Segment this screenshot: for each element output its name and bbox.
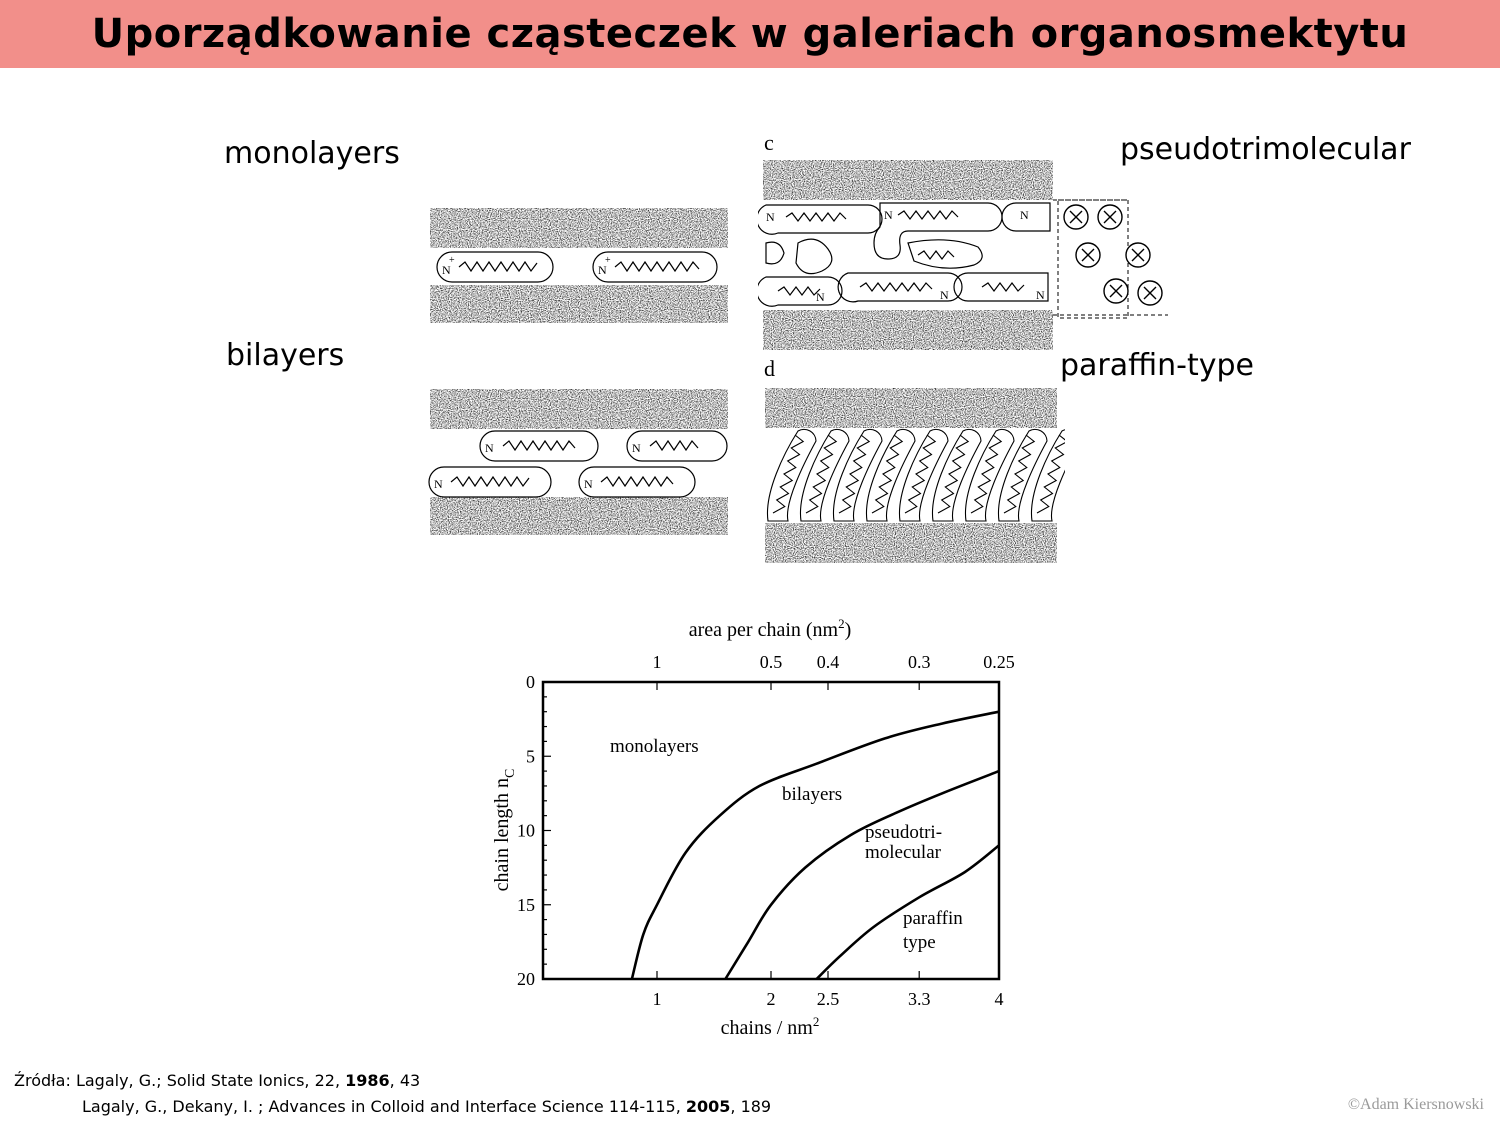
nitrogen-atom: N: [940, 288, 949, 302]
x-tick-label: 2.5: [817, 989, 840, 1009]
label-paraffin-type: paraffin-type: [1060, 348, 1255, 383]
charge-plus: +: [605, 255, 611, 266]
x-axis-title: chains / nm2: [721, 1014, 820, 1039]
page-title: Uporządkowanie cząsteczek w galeriach or…: [91, 11, 1409, 57]
top-tick-label: 0.5: [760, 652, 783, 672]
label-bilayers: bilayers: [226, 338, 345, 373]
crown-ether-molecule: [1063, 204, 1163, 306]
paraffin-chain-zigzag: [1036, 434, 1065, 514]
nitrogen-atom: N: [434, 477, 443, 491]
paraffin-chain-envelope: [832, 428, 883, 522]
region-label-bilayers: bilayers: [782, 784, 842, 805]
nitrogen-atom: N: [632, 441, 641, 455]
clay-layer-bottom: [762, 309, 1054, 351]
paraffin-chain-zigzag: [904, 434, 937, 514]
nitrogen-atom: N: [884, 208, 893, 222]
clay-layer-bottom: [764, 522, 1058, 564]
paraffin-chain-envelope: [865, 428, 916, 522]
top-tick-label: 0.3: [908, 652, 931, 672]
nitrogen-atom: N: [485, 441, 494, 455]
clay-layer-top: [429, 207, 729, 249]
region-label-paraffin-1: paraffin: [903, 908, 963, 929]
panel-letter-c: c: [764, 130, 774, 155]
nitrogen-atom: N: [816, 290, 825, 304]
boundary-pseudotrimolecular-paraffin: [815, 844, 1000, 980]
nitrogen-atom: N: [584, 477, 593, 491]
paraffin-chain-envelope: [964, 428, 1015, 522]
phase-diagram-chart: area per chain (nm2) 1 0.5 0.4 0.3 0.25 1 2 2.…: [491, 616, 1015, 1039]
copyright: ©Adam Kiersnowski: [1347, 1096, 1484, 1113]
paraffin-chain-zigzag: [805, 434, 838, 514]
plot-frame: [541, 680, 1001, 981]
y-tick-label: 5: [526, 746, 535, 766]
boundary-bilayer-pseudotrimolecular: [724, 769, 1000, 980]
paraffin-type-diagram: [764, 387, 1065, 564]
nitrogen-atom: N: [442, 263, 451, 277]
clay-layer-top: [762, 159, 1054, 201]
clay-layer-top: [429, 388, 729, 430]
paraffin-chain-zigzag: [838, 434, 871, 514]
alkylammonium-chain: [436, 251, 718, 283]
paraffin-chain-envelope: [799, 428, 850, 522]
monolayer-diagram: N + N +: [429, 207, 729, 324]
x-tick-label: 4: [995, 989, 1004, 1009]
top-tick-label: 1: [653, 652, 662, 672]
boundary-monolayer-bilayer: [630, 710, 1000, 980]
paraffin-chain-envelope: [1030, 429, 1065, 522]
top-tick-label: 0.25: [983, 652, 1015, 672]
tilted-alkyl-chains: [766, 428, 1065, 522]
x-tick-label: 2: [767, 989, 776, 1009]
paraffin-chain-zigzag: [970, 434, 1003, 514]
charge-plus: +: [449, 255, 455, 266]
x-tick-label: 3.3: [908, 989, 931, 1009]
nitrogen-atom: N: [1036, 288, 1045, 302]
y-tick-label: 15: [517, 895, 535, 915]
alkylammonium-chain: [428, 430, 728, 498]
y-tick-label: 20: [517, 969, 535, 989]
top-tick-label: 0.4: [817, 652, 840, 672]
region-label-monolayers: monolayers: [610, 736, 699, 757]
paraffin-chain-zigzag: [1003, 434, 1036, 514]
alkylammonium-chain: [758, 202, 1051, 307]
pseudotrimolecular-diagram: N N N N N N: [758, 159, 1168, 351]
clay-layer-top: [764, 387, 1058, 429]
region-label-paraffin-2: type: [903, 932, 936, 953]
nitrogen-atom: N: [1020, 208, 1029, 222]
y-tick-label: 0: [526, 672, 535, 692]
paraffin-chain-envelope: [931, 428, 982, 522]
y-tick-label: 10: [517, 821, 535, 841]
x-tick-label: 1: [653, 989, 662, 1009]
clay-layer-bottom: [429, 284, 729, 324]
paraffin-chain-envelope: [898, 428, 949, 522]
clay-layer-bottom: [429, 496, 729, 536]
paraffin-chain-zigzag: [937, 434, 970, 514]
paraffin-chain-envelope: [766, 428, 817, 522]
paraffin-chain-zigzag: [871, 434, 904, 514]
sources: Źródła: Lagaly, G.; Solid State Ionics, …: [14, 1068, 771, 1120]
y-axis-title: chain length nC: [491, 769, 518, 892]
region-label-pseudotrimolecular-1: pseudotri-: [865, 822, 942, 843]
source-line-2: Lagaly, G., Dekany, I. ; Advances in Col…: [82, 1097, 772, 1116]
top-axis-title: area per chain (nm2): [689, 616, 852, 641]
bilayer-diagram: N N N N: [428, 388, 729, 536]
nitrogen-atom: N: [598, 263, 607, 277]
region-label-pseudotrimolecular-2: molecular: [865, 842, 942, 863]
paraffin-chain-zigzag: [772, 434, 805, 514]
label-pseudotrimolecular: pseudotrimolecular: [1120, 132, 1411, 167]
label-monolayers: monolayers: [224, 136, 400, 171]
nitrogen-atom: N: [766, 210, 775, 224]
paraffin-chain-envelope: [997, 428, 1048, 522]
title-banner: Uporządkowanie cząsteczek w galeriach or…: [0, 0, 1500, 68]
panel-letter-d: d: [764, 356, 775, 381]
source-line-1: Źródła: Lagaly, G.; Solid State Ionics, …: [14, 1071, 421, 1090]
